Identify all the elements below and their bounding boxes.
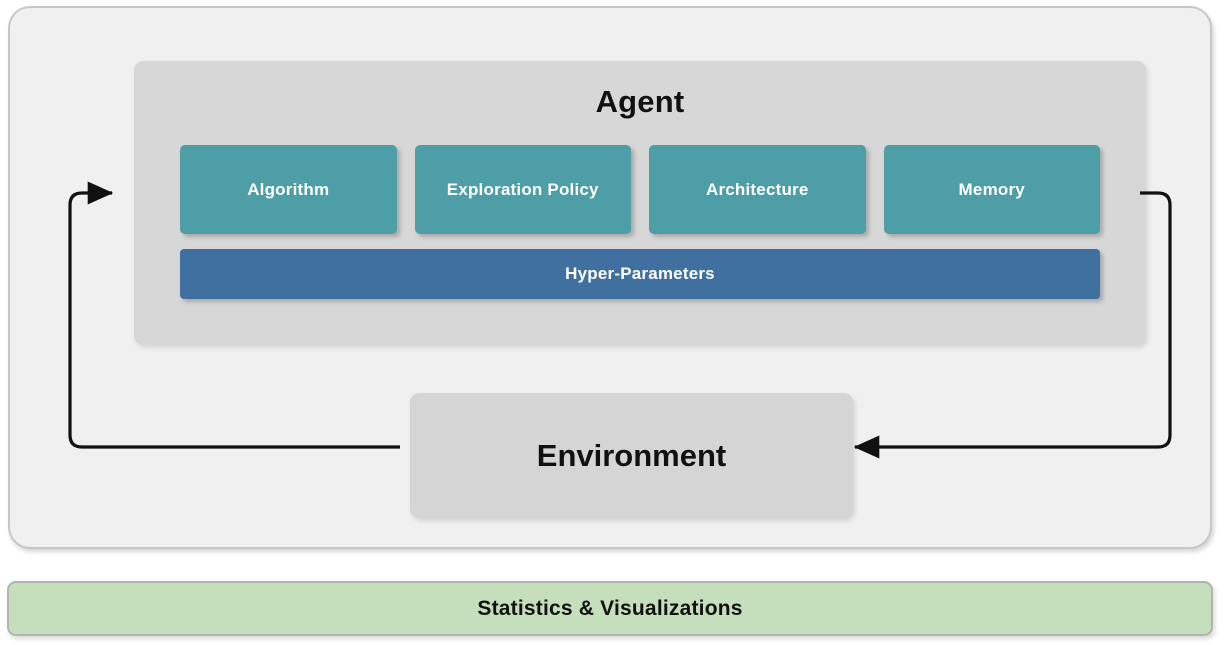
agent-panel[interactable]: Agent Algorithm Exploration Policy Archi…: [134, 61, 1146, 345]
statistics-visualizations-bar[interactable]: Statistics & Visualizations: [7, 581, 1213, 636]
agent-component-row: Algorithm Exploration Policy Architectur…: [180, 145, 1100, 234]
agent-component-memory[interactable]: Memory: [883, 145, 1100, 234]
agent-component-architecture[interactable]: Architecture: [649, 145, 866, 234]
agent-component-algorithm[interactable]: Algorithm: [180, 145, 397, 234]
agent-title: Agent: [595, 84, 685, 119]
agent-component-exploration-policy[interactable]: Exploration Policy: [414, 145, 631, 234]
hyper-parameters-bar[interactable]: Hyper-Parameters: [180, 249, 1100, 299]
framework-panel: Agent Algorithm Exploration Policy Archi…: [8, 6, 1212, 549]
environment-box[interactable]: Environment: [410, 393, 853, 518]
